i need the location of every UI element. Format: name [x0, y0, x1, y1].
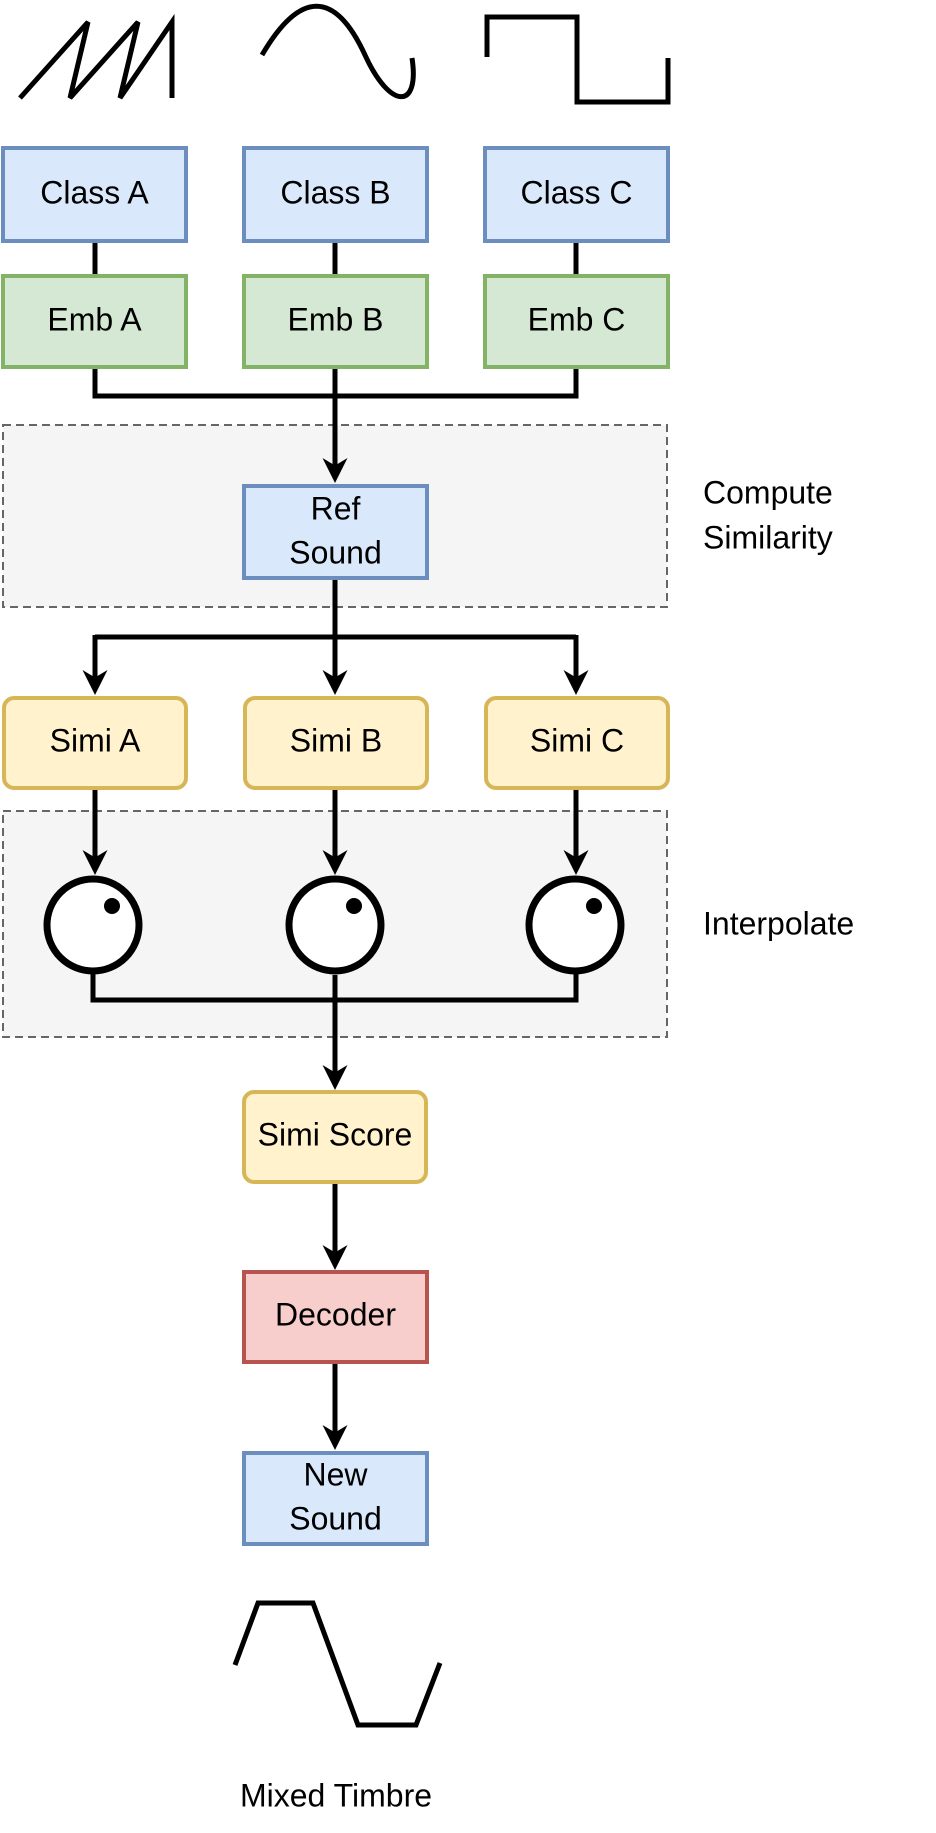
emb-b-label: Emb B — [287, 301, 383, 337]
square-wave-icon — [484, 14, 671, 105]
simi-score-label: Simi Score — [258, 1116, 413, 1152]
emb-b-node: Emb B — [242, 274, 429, 369]
new-sound-label-line2: Sound — [289, 1500, 382, 1536]
compute-similarity-label-line2: Similarity — [703, 519, 833, 555]
emb-c-label: Emb C — [528, 301, 626, 337]
class-a-label: Class A — [40, 174, 149, 210]
emb-a-label: Emb A — [47, 301, 142, 337]
simi-score-node: Simi Score — [242, 1090, 428, 1184]
simi-a-label: Simi A — [50, 722, 141, 758]
knob-icon[interactable] — [525, 875, 625, 975]
knob-icon[interactable] — [285, 875, 385, 975]
class-c-node: Class C — [483, 146, 670, 243]
knob-icon[interactable] — [43, 875, 143, 975]
sawtooth-wave-icon — [18, 13, 175, 100]
emb-a-node: Emb A — [1, 274, 188, 369]
simi-a-node: Simi A — [2, 696, 188, 790]
class-b-node: Class B — [242, 146, 429, 243]
simi-b-node: Simi B — [243, 696, 429, 790]
class-a-node: Class A — [1, 146, 188, 243]
ref-sound-label-line2: Sound — [289, 534, 382, 570]
simi-c-node: Simi C — [484, 696, 670, 790]
mixed-wave-icon — [232, 1600, 443, 1728]
class-c-label: Class C — [520, 174, 632, 210]
emb-c-node: Emb C — [483, 274, 670, 369]
simi-b-label: Simi B — [290, 722, 382, 758]
sine-wave-icon — [259, 3, 416, 100]
new-sound-node: New Sound — [242, 1451, 429, 1546]
ref-sound-label-line1: Ref — [311, 490, 361, 526]
ref-sound-node: Ref Sound — [242, 484, 429, 580]
new-sound-label-line1: New — [303, 1456, 368, 1492]
decoder-label: Decoder — [275, 1296, 396, 1332]
mixed-timbre-caption: Mixed Timbre — [240, 1777, 432, 1813]
decoder-node: Decoder — [242, 1270, 429, 1364]
class-b-label: Class B — [280, 174, 390, 210]
interpolate-label: Interpolate — [703, 905, 854, 941]
simi-c-label: Simi C — [530, 722, 624, 758]
compute-similarity-label-line1: Compute — [703, 474, 833, 510]
